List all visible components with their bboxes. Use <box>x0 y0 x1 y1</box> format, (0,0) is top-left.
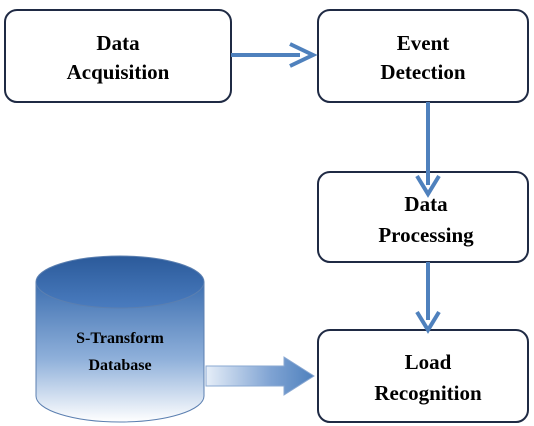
node-load-recognition-line2: Recognition <box>374 381 482 405</box>
arrow-acquisition-to-detection <box>231 42 318 68</box>
database-label-line1: S-Transform <box>76 330 164 347</box>
node-data-acquisition-line2: Acquisition <box>67 60 170 84</box>
node-event-detection-line2: Detection <box>380 60 465 84</box>
arrow-database-to-recognition <box>205 356 315 396</box>
node-data-acquisition-line1: Data <box>96 31 140 55</box>
database-cylinder: S-Transform Database <box>35 255 205 423</box>
node-data-processing: Data Processing <box>317 171 529 263</box>
node-load-recognition-line1: Load <box>405 350 452 374</box>
node-data-processing-line1: Data <box>404 192 448 216</box>
arrow-detection-to-processing <box>415 102 441 198</box>
arrow-processing-to-recognition <box>415 262 441 334</box>
node-data-processing-line2: Processing <box>378 223 474 247</box>
node-event-detection: Event Detection <box>317 9 529 103</box>
node-load-recognition: Load Recognition <box>317 329 529 423</box>
node-data-acquisition: Data Acquisition <box>4 9 232 103</box>
node-event-detection-line1: Event <box>397 31 450 55</box>
database-label-line2: Database <box>88 357 151 374</box>
